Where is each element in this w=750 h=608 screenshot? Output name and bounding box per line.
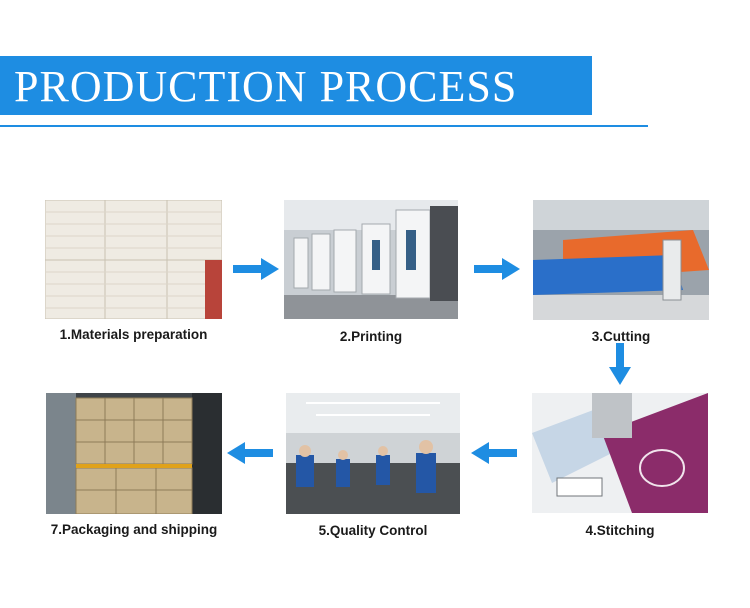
step-label-packaging: 7.Packaging and shipping: [50, 522, 218, 537]
arrow-right-icon: [233, 258, 279, 280]
arrow-left-icon: [471, 442, 517, 464]
cutting-photo: [533, 200, 709, 320]
step-label-quality-control: 5.Quality Control: [318, 523, 428, 538]
step-label-materials: 1.Materials preparation: [59, 327, 208, 342]
packaging-photo: [46, 393, 222, 514]
header-banner: PRODUCTION PROCESS: [0, 56, 592, 115]
stitching-photo: [532, 393, 708, 513]
printing-photo: [284, 200, 458, 319]
materials-photo: [45, 200, 222, 319]
page-title: PRODUCTION PROCESS: [14, 62, 518, 111]
step-label-stitching: 4.Stitching: [585, 523, 655, 538]
step-label-cutting: 3.Cutting: [591, 329, 651, 344]
quality-control-photo: [286, 393, 460, 514]
step-label-printing: 2.Printing: [339, 329, 403, 344]
header-divider: [0, 125, 648, 127]
arrow-left-icon: [227, 442, 273, 464]
arrow-down-icon: [609, 343, 631, 385]
arrow-right-icon: [474, 258, 520, 280]
